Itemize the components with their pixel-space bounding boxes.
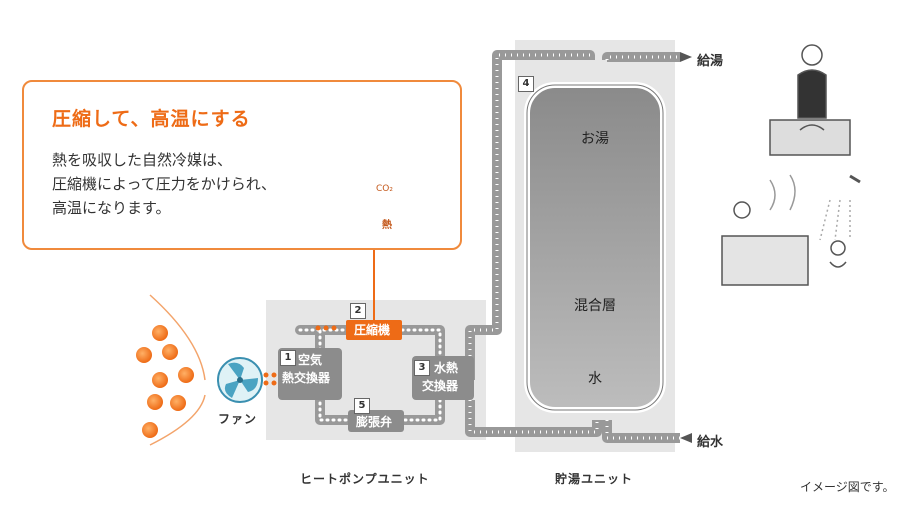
callout-badge: 圧縮機 (360, 113, 397, 127)
compressor-box (346, 320, 402, 340)
image-note: イメージ図です。 (800, 480, 895, 494)
tank-middle-label: 混合層 (574, 298, 616, 314)
fan-label: ファン (218, 412, 258, 426)
compressor-callout: 圧縮して、高温にする 熱を吸収した自然冷媒は、 圧縮機によって圧力をかけられ、 … (22, 80, 462, 250)
tank-top-label: お湯 (581, 131, 609, 147)
heat-flow-dots (263, 325, 337, 386)
expansion-valve-box (348, 410, 404, 432)
component-label: 交換器 (422, 379, 459, 393)
component-label-line: 熱交換器 (282, 371, 331, 385)
component-label-line: 空気 (298, 353, 323, 367)
component-number: 2 (350, 303, 366, 319)
hot-water-out-label: 給湯 (697, 54, 724, 69)
bath-icon (721, 174, 861, 286)
hot-water-out-arrow (680, 52, 692, 62)
tank-bottom-label: 水 (588, 371, 602, 387)
cold-water-in-label: 給水 (697, 435, 724, 450)
mascot-belly: 熱 (382, 220, 392, 231)
cold-water-in-arrow (680, 433, 692, 443)
callout-device-label: 圧縮機 (372, 160, 402, 171)
callout-body: 熱を吸収した自然冷媒は、 圧縮機によって圧力をかけられ、 高温になります。 (52, 148, 276, 220)
component-label: 圧縮機 (354, 323, 391, 337)
heat-pump-unit-label: ヒートポンプユニット (300, 472, 430, 486)
storage-unit-label: 貯湯ユニット (555, 472, 634, 486)
component-number: 1 (280, 350, 296, 366)
callout-title: 圧縮して、高温にする (52, 108, 251, 130)
callout-line: 高温になります。 (52, 199, 171, 217)
component-number: 5 (354, 398, 370, 414)
callout-line: 熱を吸収した自然冷媒は、 (52, 151, 233, 169)
ambient-heat-icon (136, 294, 206, 446)
component-label: 空気 (298, 352, 322, 368)
kitchen-person-icon (769, 44, 851, 156)
fan-icon (217, 357, 263, 403)
component-label: 熱交換器 (282, 370, 330, 386)
component-number: 3 (414, 360, 430, 376)
storage-number: 4 (518, 76, 534, 92)
callout-line: 圧縮機によって圧力をかけられ、 (52, 175, 276, 193)
mascot-text: CO₂ (376, 184, 393, 194)
component-label: 水熱 (434, 361, 459, 375)
water-pipes (465, 50, 680, 443)
component-label: 膨張弁 (356, 415, 393, 429)
